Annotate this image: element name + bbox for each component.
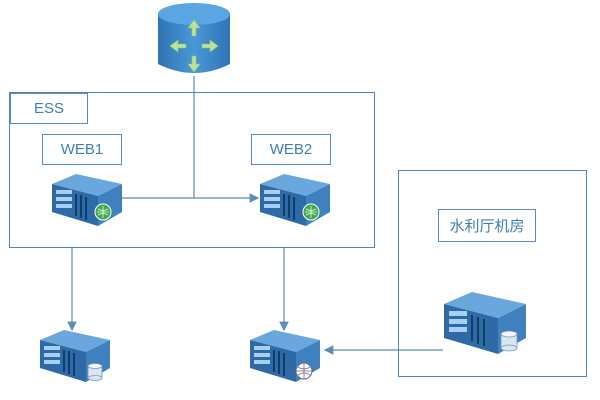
web1-label: WEB1 [42, 134, 122, 165]
bottom-left-database-server-icon [40, 330, 110, 382]
room-label: 水利厅机房 [438, 209, 536, 242]
web1-server-icon [52, 174, 122, 226]
ess-label: ESS [10, 93, 88, 124]
ess-frame [9, 92, 375, 248]
bottom-middle-web-server-icon [250, 330, 320, 382]
room-database-server-icon [444, 292, 526, 354]
web2-server-icon [260, 174, 330, 226]
web2-label: WEB2 [251, 134, 331, 165]
room-frame [398, 170, 587, 377]
router-database-icon [158, 3, 230, 73]
